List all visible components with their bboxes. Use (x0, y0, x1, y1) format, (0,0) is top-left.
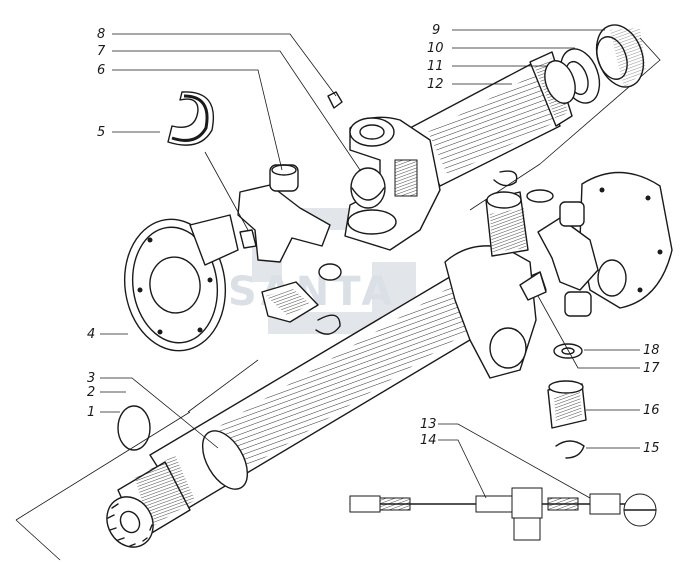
callout-14: 14 (420, 433, 437, 448)
callout-1: 1 (87, 405, 95, 420)
bearing-cup-and-fitting (327, 91, 386, 209)
callout-4: 4 (87, 327, 95, 342)
callout-16: 16 (643, 403, 660, 418)
callout-10: 10 (427, 41, 444, 56)
small-parts (117, 170, 587, 459)
main-tube (106, 264, 501, 548)
callout-5: 5 (97, 125, 105, 140)
left-spider (237, 164, 331, 323)
callout-18: 18 (643, 343, 660, 358)
callout-6: 6 (97, 63, 105, 78)
nut-and-bearing (544, 24, 646, 104)
callout-13: 13 (420, 417, 437, 432)
upper-yoke (344, 116, 441, 251)
callout-9: 9 (432, 23, 440, 38)
callout-3: 3 (87, 371, 95, 386)
assembly-axis-frame (15, 37, 661, 561)
callout-8: 8 (97, 27, 105, 42)
lower-yoke (444, 191, 537, 379)
left-flange (123, 214, 239, 352)
callout-2: 2 (87, 385, 95, 400)
callout-17: 17 (643, 361, 660, 376)
leader-lines (100, 29, 640, 499)
right-flange (525, 171, 673, 317)
assembly-inset (349, 487, 657, 541)
oil-seal (167, 91, 214, 146)
callout-7: 7 (97, 44, 106, 59)
callout-11: 11 (427, 59, 444, 74)
callout-labels: 8 7 6 5 4 3 2 1 9 10 11 12 18 17 16 15 1… (87, 23, 660, 456)
callout-12: 12 (427, 77, 444, 92)
callout-15: 15 (643, 441, 660, 456)
